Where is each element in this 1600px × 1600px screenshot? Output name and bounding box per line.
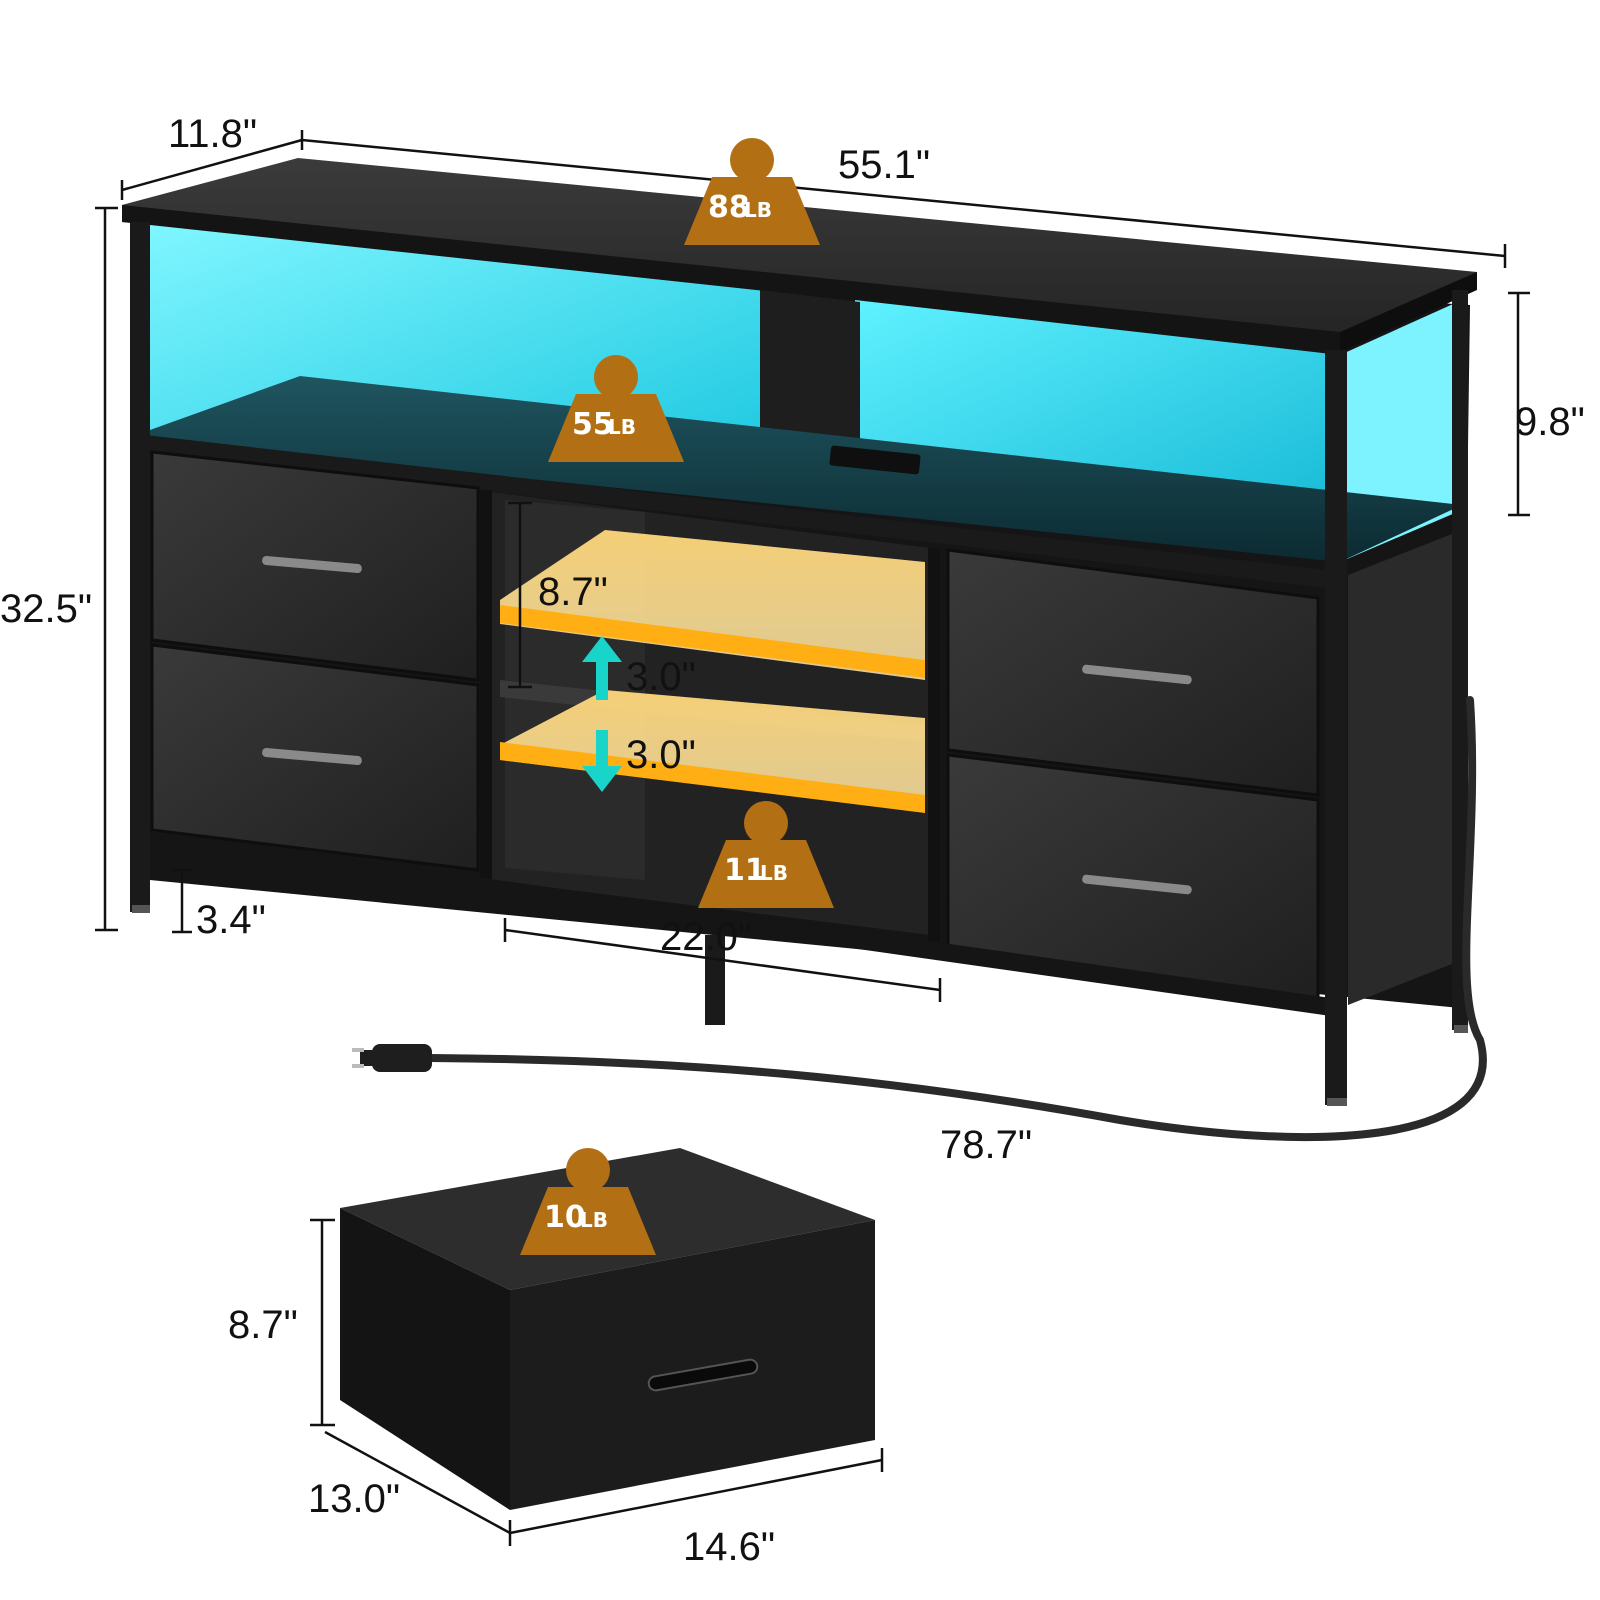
bottom-rail <box>145 830 1345 1018</box>
upper-shelf-surface <box>150 376 1462 562</box>
weight-unit: LB <box>608 415 636 439</box>
drawer-height-label: 8.7" <box>228 1303 298 1347</box>
drawer-handle <box>262 747 362 766</box>
power-strip <box>829 445 921 475</box>
dimension-lines <box>95 130 1530 1546</box>
height-label: 32.5" <box>0 587 92 631</box>
frame-post <box>928 548 940 946</box>
side-panel-right <box>1348 530 1462 1005</box>
leg <box>1325 350 1347 1105</box>
weight-badge-shelf: 55 LB <box>548 355 684 462</box>
depth-label: 11.8" <box>168 112 257 156</box>
weight-icon <box>520 1148 656 1255</box>
frame-post <box>480 490 492 885</box>
leg-height-label: 3.4" <box>196 898 266 942</box>
weight-value: 10 <box>544 1200 586 1235</box>
tabletop <box>122 158 1477 350</box>
drawer-handle <box>1082 664 1192 685</box>
leg <box>130 222 150 912</box>
weight-icon <box>698 801 834 908</box>
drawer-handle <box>1082 874 1192 895</box>
drawer-handle <box>262 555 362 574</box>
power-cord <box>426 696 1487 1142</box>
foot <box>132 905 150 913</box>
weight-value: 11 <box>724 853 766 888</box>
arrow-down-icon <box>582 730 622 792</box>
tv-stand-cabinet <box>122 158 1487 1142</box>
middle-opening-height-label: 8.7" <box>538 570 608 614</box>
weight-unit: LB <box>580 1208 608 1232</box>
foot <box>1327 1098 1347 1106</box>
weight-badge-bottom: 11 LB <box>698 801 834 908</box>
shelf-position-up-edge <box>500 605 925 678</box>
fabric-drawer-bin <box>340 1148 875 1510</box>
shelf-position-up <box>500 530 925 680</box>
weight-value: 55 <box>572 407 614 442</box>
bin-front <box>510 1220 875 1510</box>
arrow-up-icon <box>582 636 622 700</box>
weight-icon <box>684 138 820 245</box>
top-shelf-height-label: 9.8" <box>1515 400 1585 444</box>
tabletop-side-edge <box>1340 272 1477 352</box>
weight-icon <box>548 355 684 462</box>
middle-width-label: 22.0" <box>660 915 752 959</box>
width-label: 55.1" <box>838 143 930 187</box>
drawer-width-label: 14.6" <box>683 1525 775 1569</box>
bin-side <box>340 1208 510 1510</box>
leg <box>1452 290 1468 1030</box>
weight-unit: LB <box>760 861 788 885</box>
weight-unit: LB <box>744 198 772 222</box>
weight-badge-drawer: 10 LB <box>520 1148 656 1255</box>
weight-badge-top: 88 LB <box>684 138 820 245</box>
shelf-adjust-up-label: 3.0" <box>626 655 696 699</box>
weight-value: 88 <box>708 190 750 225</box>
bin-handle <box>647 1358 759 1392</box>
shelf-adjust-down-label: 3.0" <box>626 733 696 777</box>
cord-length-label: 78.7" <box>940 1123 1032 1167</box>
power-plug-icon <box>352 1044 432 1072</box>
tabletop-front-edge <box>122 205 1340 352</box>
foot <box>1454 1025 1468 1033</box>
shelf-position-down <box>500 690 925 812</box>
front-rail <box>145 435 1345 590</box>
drawer-depth-label: 13.0" <box>308 1477 400 1521</box>
